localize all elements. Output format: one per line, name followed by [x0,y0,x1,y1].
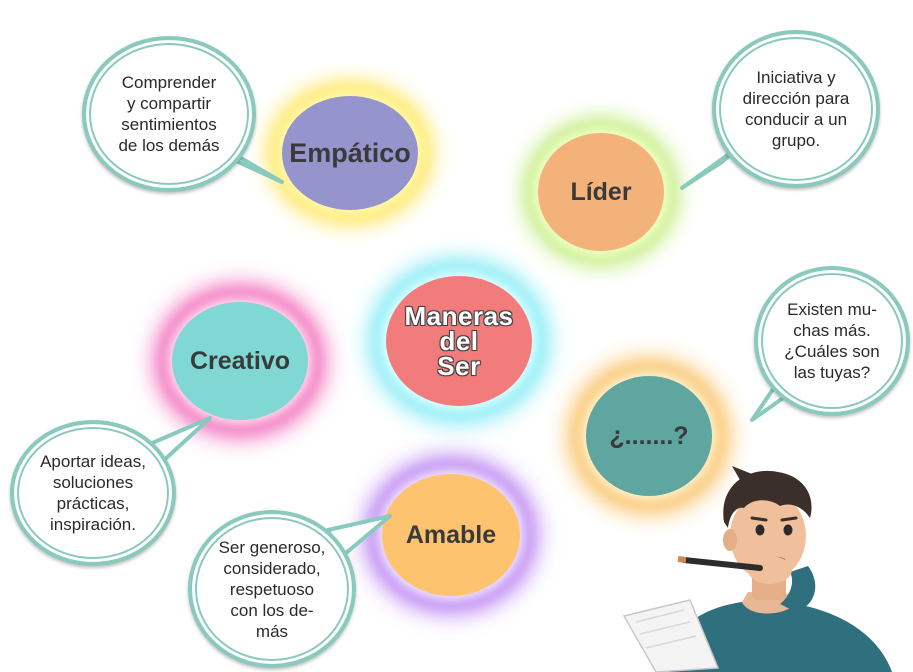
thinking-student-icon [622,466,892,672]
bubble-amable: Ser generoso, considerado, respetuoso co… [188,510,356,668]
node-creativo-label: Creativo [189,346,291,375]
bubble-otro-text: Existen mu- chas más. ¿Cuáles son las tu… [784,300,880,382]
bubble-lider: Iniciativa y dirección para conducir a u… [712,30,880,188]
center-node-label: Maneras del Ser [404,300,514,381]
node-otro: ¿.......? [586,376,712,496]
center-node: Maneras del Ser [386,276,532,406]
node-lider-label: Líder [570,177,632,206]
bubble-lider-text: Iniciativa y dirección para conducir a u… [742,68,850,150]
node-amable: Amable [382,474,520,596]
node-otro-label: ¿.......? [609,421,689,450]
node-amable-label: Amable [405,520,497,549]
bubble-empatico: Comprender y compartir sentimientos de l… [82,36,256,192]
node-creativo: Creativo [172,302,308,420]
node-empatico-label: Empático [289,137,411,168]
bubble-creativo-text: Aportar ideas, soluciones prácticas, ins… [40,452,146,534]
bubble-amable-text: Ser generoso, considerado, respetuoso co… [218,537,326,641]
bubble-creativo: Aportar ideas, soluciones prácticas, ins… [10,420,176,566]
node-empatico: Empático [282,96,418,210]
node-lider: Líder [538,133,664,251]
bubble-otro: Existen mu- chas más. ¿Cuáles son las tu… [754,266,910,416]
bubble-empatico-text: Comprender y compartir sentimientos de l… [118,73,220,155]
